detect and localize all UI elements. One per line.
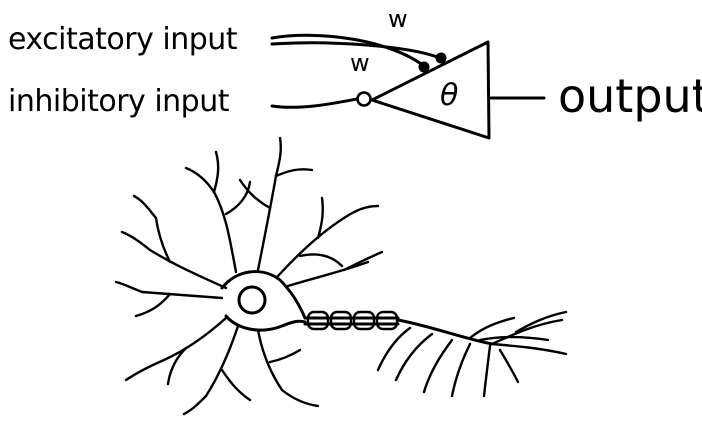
dendrite [342,250,384,272]
threshold-symbol: θ [440,78,458,113]
axon-terminal [498,348,520,384]
axon-terminal [422,338,454,394]
output-label: output [558,69,702,123]
axon-terminal [450,342,472,398]
dendrite [276,216,346,278]
dendrite [220,368,252,402]
inhibitory-weight-label: w [350,49,370,77]
axon-terminal [482,344,492,398]
dendrite [342,204,380,220]
dendrite [204,324,240,398]
myelin-segment-1 [306,310,330,331]
cell-body-upper-outline [220,270,307,320]
dendrite [184,166,216,194]
axon-terminal [490,318,564,346]
dendrite [162,316,228,362]
inhibitory-input-label: inhibitory input [8,84,230,119]
dendrite [286,260,370,288]
axon-terminal [478,335,550,342]
dendrite [268,348,302,364]
excitatory-input-label: excitatory input [8,22,238,57]
dendrite [274,168,314,178]
inhibitory-synapse-circle [356,91,372,107]
dendrite [256,174,278,272]
dendrite [154,216,172,264]
dendrite [134,292,172,318]
excitatory-synapse-dot-1 [418,61,430,73]
excitatory-synapse-dot-2 [435,52,447,64]
dendrite [256,328,284,392]
dendrite [224,180,252,216]
threshold-unit-diagram: excitatory input inhibitory input w w θ … [8,5,702,140]
myelin-segment-4 [375,310,399,331]
axon-terminal [394,332,434,382]
dendrite [166,346,188,386]
dendrite [114,280,144,294]
neuron-illustration [114,136,568,416]
axon-distal [396,318,494,346]
axon-terminal [490,342,568,356]
dendrite [274,136,282,178]
myelin-segment-2 [329,310,353,331]
dendrite [120,230,152,252]
dendrite [148,248,228,290]
dendrite [238,178,272,210]
myelin-segment-3 [352,310,376,331]
dendrite [316,196,324,240]
inhibitory-wire [270,97,359,109]
dendrite [182,394,208,416]
dendrite [212,190,238,274]
dendrite [280,388,320,408]
axon-terminal [468,316,516,340]
dendrite [212,150,220,194]
excitatory-wire-upper [270,33,426,68]
dendrite [140,290,224,300]
dendrite [132,194,158,220]
dendrite [124,358,166,382]
neuron-soma [237,285,267,315]
threshold-unit-triangle [370,40,491,140]
axon-terminal [376,326,412,372]
axon-terminal [514,310,568,334]
dendrite [298,253,344,268]
excitatory-wire-lower [270,41,442,60]
excitatory-weight-label: w [388,5,408,33]
